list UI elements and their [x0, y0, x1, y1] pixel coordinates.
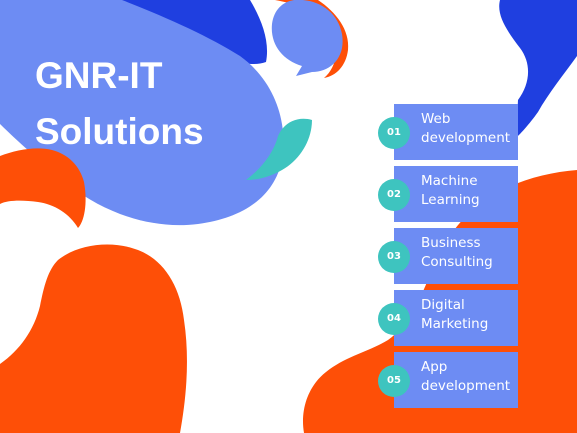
orange-blob-bottom-left	[0, 244, 187, 433]
service-number-badge: 04	[378, 303, 410, 335]
service-label-line-1: Business	[421, 235, 481, 251]
service-label-line-2: Consulting	[421, 254, 493, 270]
service-label-line-2: development	[421, 130, 511, 146]
service-label-line-1: Machine	[421, 173, 478, 189]
service-number-badge: 02	[378, 179, 410, 211]
service-card: Machine Learning	[394, 166, 518, 222]
company-title-line-2: Solutions	[35, 111, 204, 152]
service-label-line-2: development	[421, 378, 511, 394]
services-list: Web development 01 Machine Learning 02 B…	[376, 104, 536, 414]
service-card: Web development	[394, 104, 518, 160]
service-card: App development	[394, 352, 518, 408]
service-label-line-1: App	[421, 359, 448, 375]
orange-wave-left	[0, 148, 86, 228]
service-card: Business Consulting	[394, 228, 518, 284]
royal-blue-swoosh-top-right	[499, 0, 577, 138]
chat-bubble-blob	[271, 0, 343, 76]
service-item-machine-learning[interactable]: Machine Learning 02	[376, 166, 536, 222]
service-label-line-1: Digital	[421, 297, 465, 313]
service-number-badge: 05	[378, 365, 410, 397]
service-label-line-1: Web	[421, 111, 451, 127]
teal-swoosh-blob	[246, 118, 312, 180]
company-title-line-1: GNR-IT	[35, 55, 163, 96]
service-item-web-development[interactable]: Web development 01	[376, 104, 536, 160]
service-number-badge: 01	[378, 117, 410, 149]
service-number-badge: 03	[378, 241, 410, 273]
service-label-line-2: Marketing	[421, 316, 489, 332]
service-label-line-2: Learning	[421, 192, 480, 208]
service-item-business-consulting[interactable]: Business Consulting 03	[376, 228, 536, 284]
service-card: Digital Marketing	[394, 290, 518, 346]
service-item-digital-marketing[interactable]: Digital Marketing 04	[376, 290, 536, 346]
service-item-app-development[interactable]: App development 05	[376, 352, 536, 408]
